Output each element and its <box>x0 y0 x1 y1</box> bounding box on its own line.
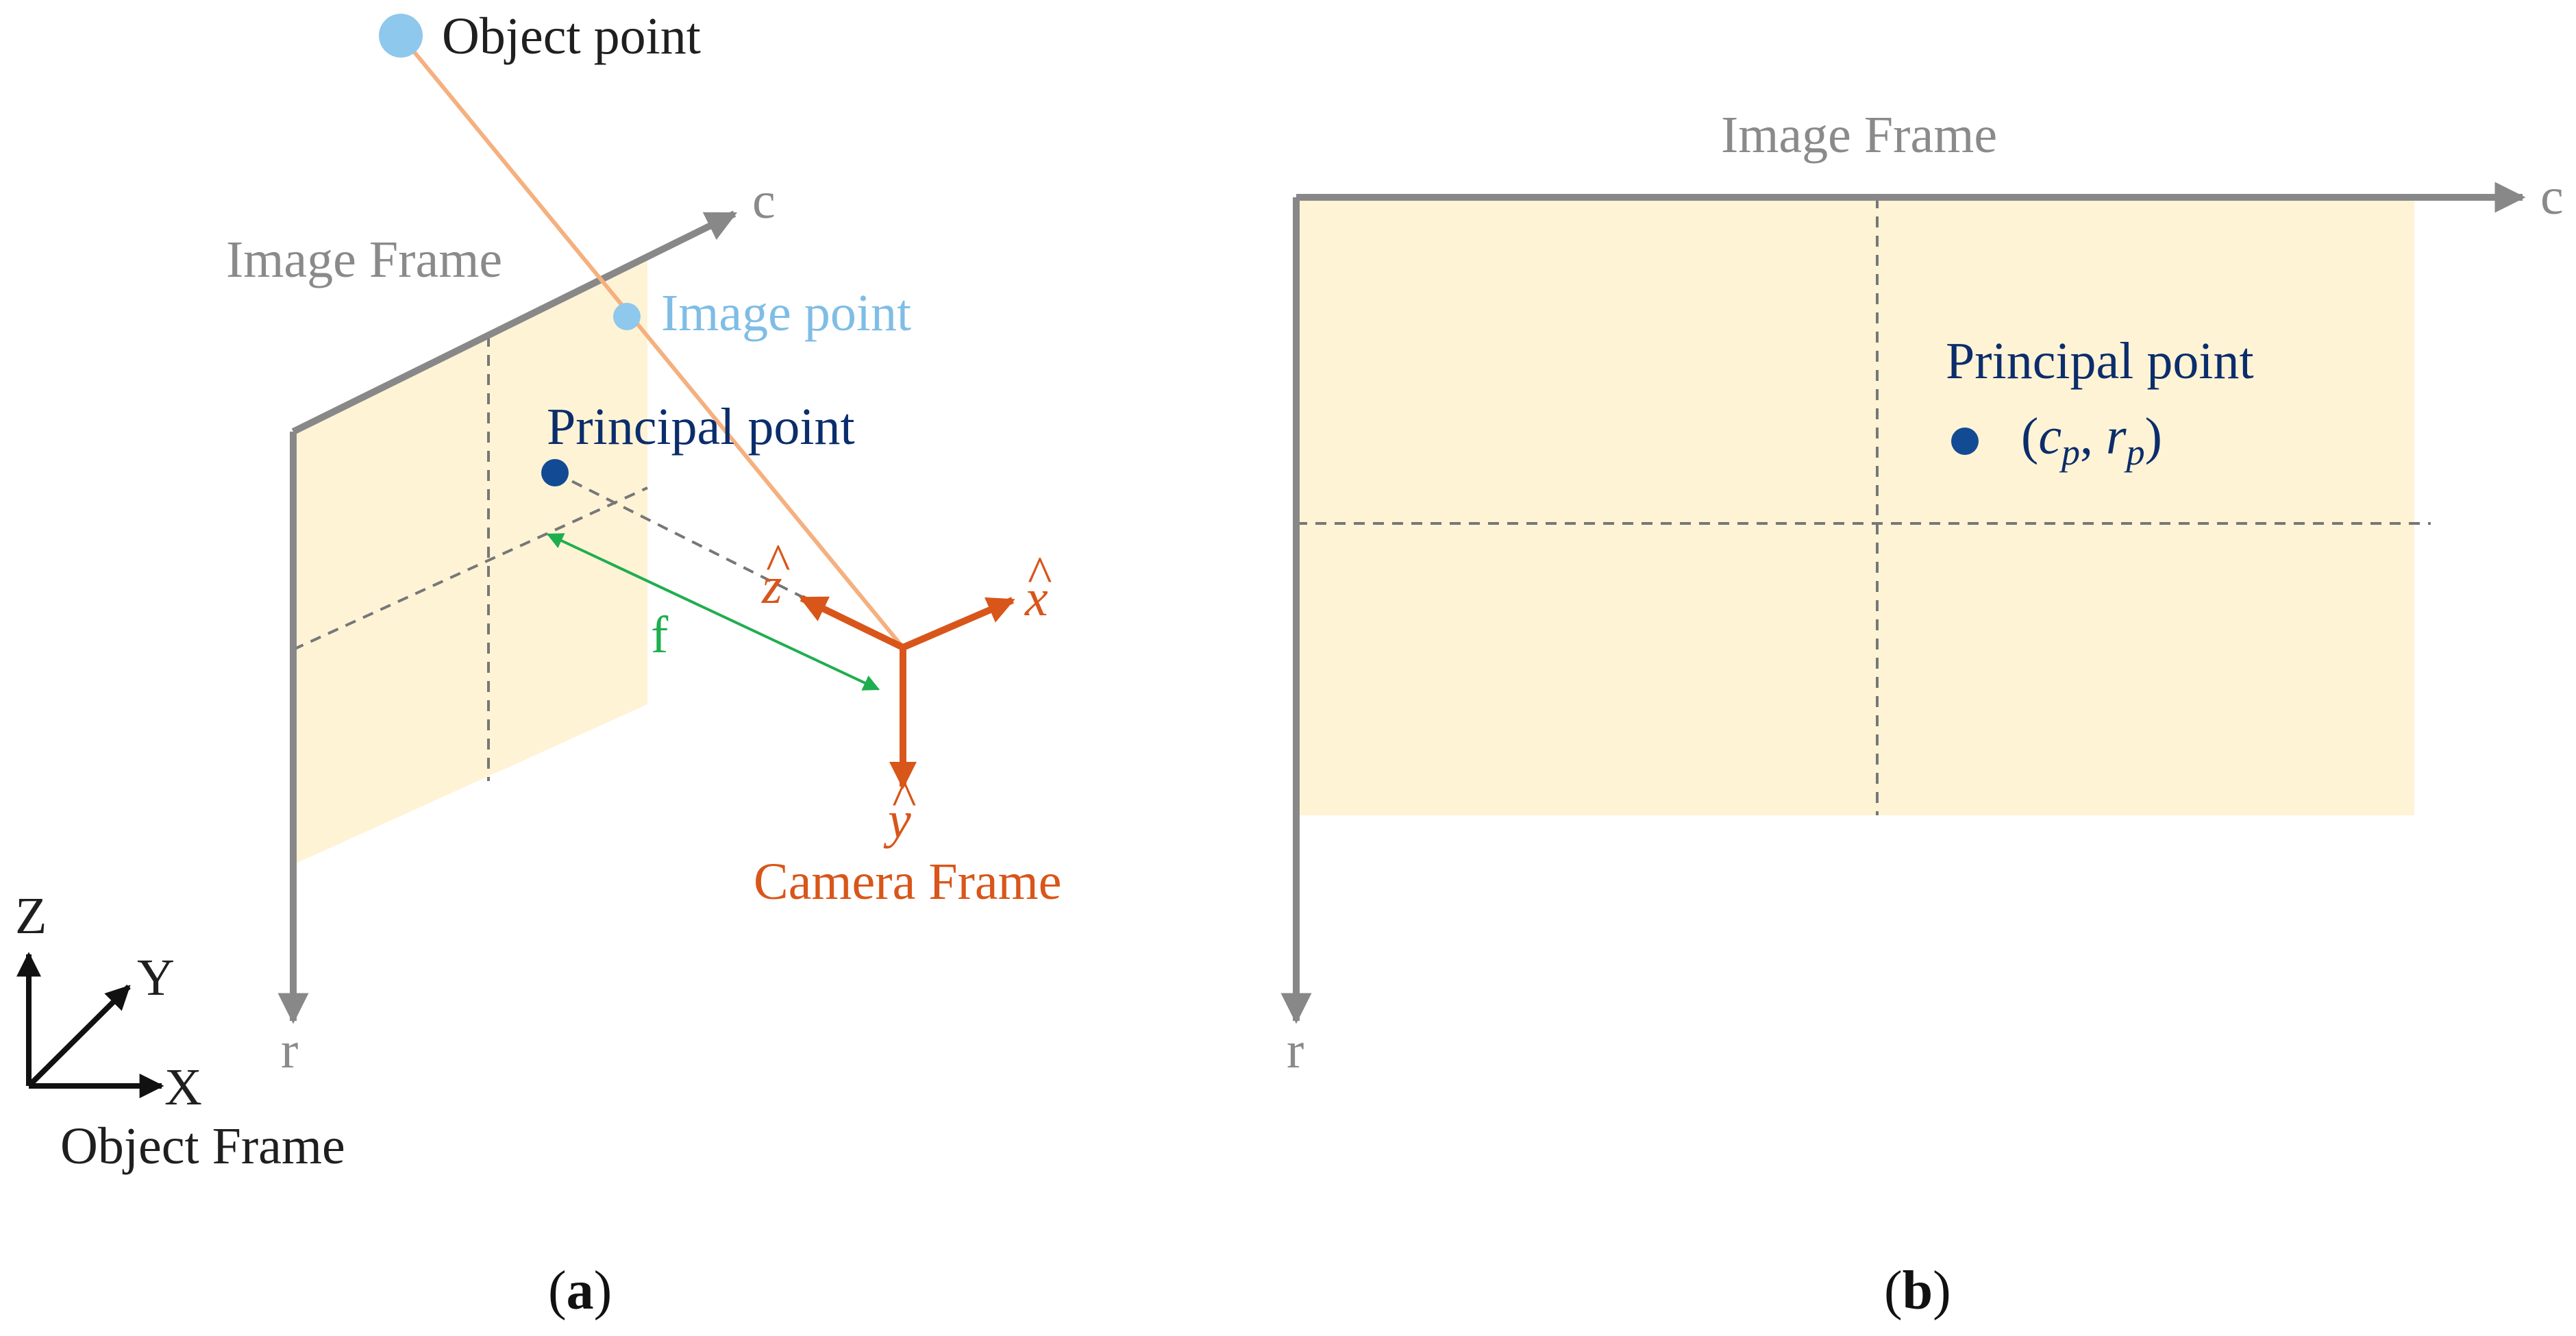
caption-b: (b) <box>1884 1261 1951 1321</box>
image-frame-label-a: Image Frame <box>226 231 502 288</box>
object-point <box>379 14 423 58</box>
image-plane-a <box>293 259 647 865</box>
principal-point-coords: (cp, rp) <box>2021 408 2162 473</box>
principal-point-label-b: Principal point <box>1946 332 2254 390</box>
camera-x-axis <box>902 597 1015 651</box>
image-plane-b <box>1296 197 2414 815</box>
focal-length-label: f <box>651 606 669 664</box>
focal-length-arrow <box>546 533 880 691</box>
camera-x-label: x ^ <box>1024 546 1052 627</box>
object-frame-label: Object Frame <box>60 1117 345 1175</box>
principal-point-a <box>541 459 569 486</box>
object-y-label: Y <box>137 949 175 1006</box>
svg-text:^: ^ <box>892 769 917 827</box>
panel-a: c r Image Frame Object point Image point… <box>15 8 1061 1321</box>
svg-text:^: ^ <box>1028 546 1052 604</box>
plane-horizontal-dash-a <box>293 486 648 651</box>
panel-b: c r Image Frame Principal point (cp, rp)… <box>1280 106 2564 1321</box>
caption-a: (a) <box>548 1261 612 1321</box>
svg-text:z: z <box>761 557 782 615</box>
c-axis-a <box>291 210 738 435</box>
svg-text:^: ^ <box>766 534 791 591</box>
camera-y-label: y ^ <box>883 769 917 849</box>
object-z-label: Z <box>15 887 47 945</box>
c-axis-label-b: c <box>2540 168 2564 225</box>
camera-z-label: z ^ <box>761 534 791 615</box>
principal-point-label-a: Principal point <box>547 398 855 456</box>
svg-text:x: x <box>1024 569 1048 627</box>
r-axis-label-b: r <box>1287 1022 1304 1079</box>
r-axis-label-a: r <box>281 1022 298 1079</box>
image-point <box>613 303 641 330</box>
camera-z-axis <box>799 595 905 651</box>
svg-text:y: y <box>883 791 911 849</box>
c-axis-label-a: c <box>752 172 776 230</box>
object-point-label: Object point <box>442 8 701 65</box>
image-point-label: Image point <box>661 284 911 342</box>
camera-frame-label: Camera Frame <box>754 853 1061 911</box>
object-x-label: X <box>164 1059 202 1116</box>
object-y-axis <box>27 985 131 1088</box>
principal-point-b <box>1951 428 1979 455</box>
image-frame-label-b: Image Frame <box>1721 106 1997 164</box>
